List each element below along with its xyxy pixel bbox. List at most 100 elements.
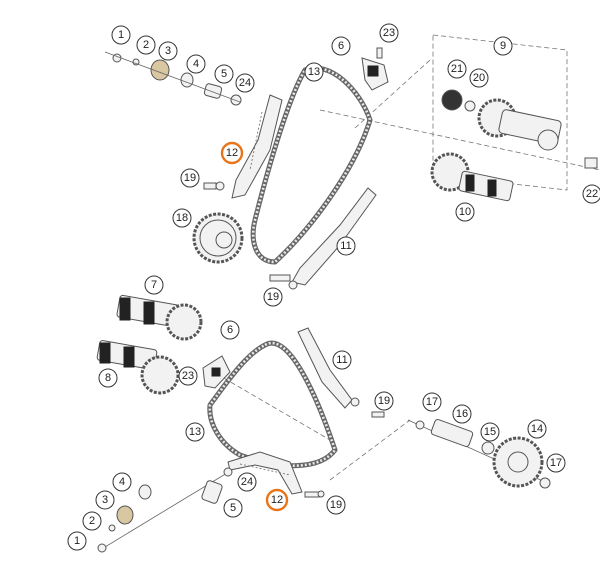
callout-11-upper: 11 [336,236,356,256]
svg-text:3: 3 [165,45,171,57]
callout-19-upper-right: 19 [263,287,283,307]
lower-axis-line-2 [329,419,411,481]
callout-13-lower: 13 [185,422,205,442]
svg-text:19: 19 [267,291,279,303]
callout-21: 21 [447,59,467,79]
svg-text:6: 6 [338,40,344,52]
lower-axis-line [209,369,331,441]
callout-4-upper: 4 [186,54,206,74]
svg-text:2: 2 [89,515,95,527]
crank-parts [407,418,551,489]
svg-text:24: 24 [239,77,251,89]
chain-guide-right-upper [291,187,377,286]
svg-text:18: 18 [176,212,188,224]
callout-6-upper: 6 [331,36,351,56]
svg-text:14: 14 [531,423,543,435]
svg-text:8: 8 [105,372,111,384]
part-22 [584,157,598,169]
callout-2-upper: 2 [136,35,156,55]
callout-12-lower-highlighted: 12 [265,488,289,512]
camshaft-7 [116,294,203,341]
callout-9: 9 [493,36,513,56]
svg-text:1: 1 [74,535,80,547]
callout-1-upper: 1 [111,25,131,45]
callout-23-upper: 23 [379,23,399,43]
svg-text:17: 17 [426,396,438,408]
sprocket-18 [192,212,244,264]
callout-19-lower-right: 19 [374,391,394,411]
svg-text:23: 23 [182,370,194,382]
svg-text:4: 4 [193,58,199,70]
svg-text:7: 7 [151,279,157,291]
callout-16: 16 [452,404,472,424]
timing-chain-upper [250,65,373,265]
callout-22: 22 [582,184,600,204]
svg-text:11: 11 [340,240,351,252]
callout-2-lower: 2 [82,511,102,531]
svg-text:21: 21 [451,63,463,75]
callout-19-lower: 19 [326,495,346,515]
camshaft-9 [441,89,562,151]
callout-6-lower: 6 [220,320,240,340]
callout-14: 14 [527,419,547,439]
assembly-9-frame [432,34,568,191]
camshaft-10 [430,152,514,202]
svg-text:9: 9 [500,40,506,52]
callout-10: 10 [455,202,475,222]
chain-guide-right-lower [297,327,360,409]
callout-24-upper: 24 [235,73,255,93]
tensioner-upper [361,47,389,91]
tensioner-lower [202,355,231,389]
svg-text:19: 19 [184,172,196,184]
callout-12-upper-highlighted: 12 [220,141,244,165]
chain-guide-lower [227,451,303,495]
callout-5-lower: 5 [223,498,243,518]
svg-text:5: 5 [230,502,236,514]
callout-17-left: 17 [422,392,442,412]
callout-18: 18 [172,208,192,228]
callout-23-lower: 23 [178,366,198,386]
callout-24-lower: 24 [237,472,257,492]
svg-text:19: 19 [330,499,342,511]
bolt-upper-left [203,181,225,191]
svg-text:12: 12 [226,147,238,159]
callout-11-lower: 11 [332,350,352,370]
bolt-lower [304,411,385,498]
svg-text:12: 12 [271,494,283,506]
camshaft-8 [96,340,180,395]
svg-text:13: 13 [189,426,201,438]
callout-5-upper: 5 [214,64,234,84]
callout-17-right: 17 [546,453,566,473]
svg-text:11: 11 [336,354,347,366]
callout-1-lower: 1 [67,531,87,551]
callout-20: 20 [469,68,489,88]
svg-text:6: 6 [227,324,233,336]
svg-text:24: 24 [241,476,253,488]
bolt-upper-right [269,274,298,290]
svg-text:5: 5 [221,68,227,80]
chain-guide-upper [231,94,283,199]
callout-3-lower: 3 [95,490,115,510]
svg-text:19: 19 [378,395,390,407]
svg-text:15: 15 [484,426,496,438]
small-parts-lower [97,467,233,553]
svg-text:20: 20 [473,72,485,84]
callout-8: 8 [98,368,118,388]
callout-7: 7 [144,275,164,295]
callout-19-upper-left: 19 [180,168,200,188]
svg-text:1: 1 [118,29,124,41]
svg-text:23: 23 [383,27,395,39]
svg-text:2: 2 [143,39,149,51]
svg-text:3: 3 [102,494,108,506]
svg-text:16: 16 [456,408,468,420]
svg-text:17: 17 [550,457,562,469]
small-parts-upper [104,51,242,106]
svg-text:10: 10 [459,206,471,218]
callout-15: 15 [480,422,500,442]
svg-text:4: 4 [119,476,125,488]
callout-4-lower: 4 [112,472,132,492]
svg-text:13: 13 [308,66,320,78]
callout-3-upper: 3 [158,41,178,61]
